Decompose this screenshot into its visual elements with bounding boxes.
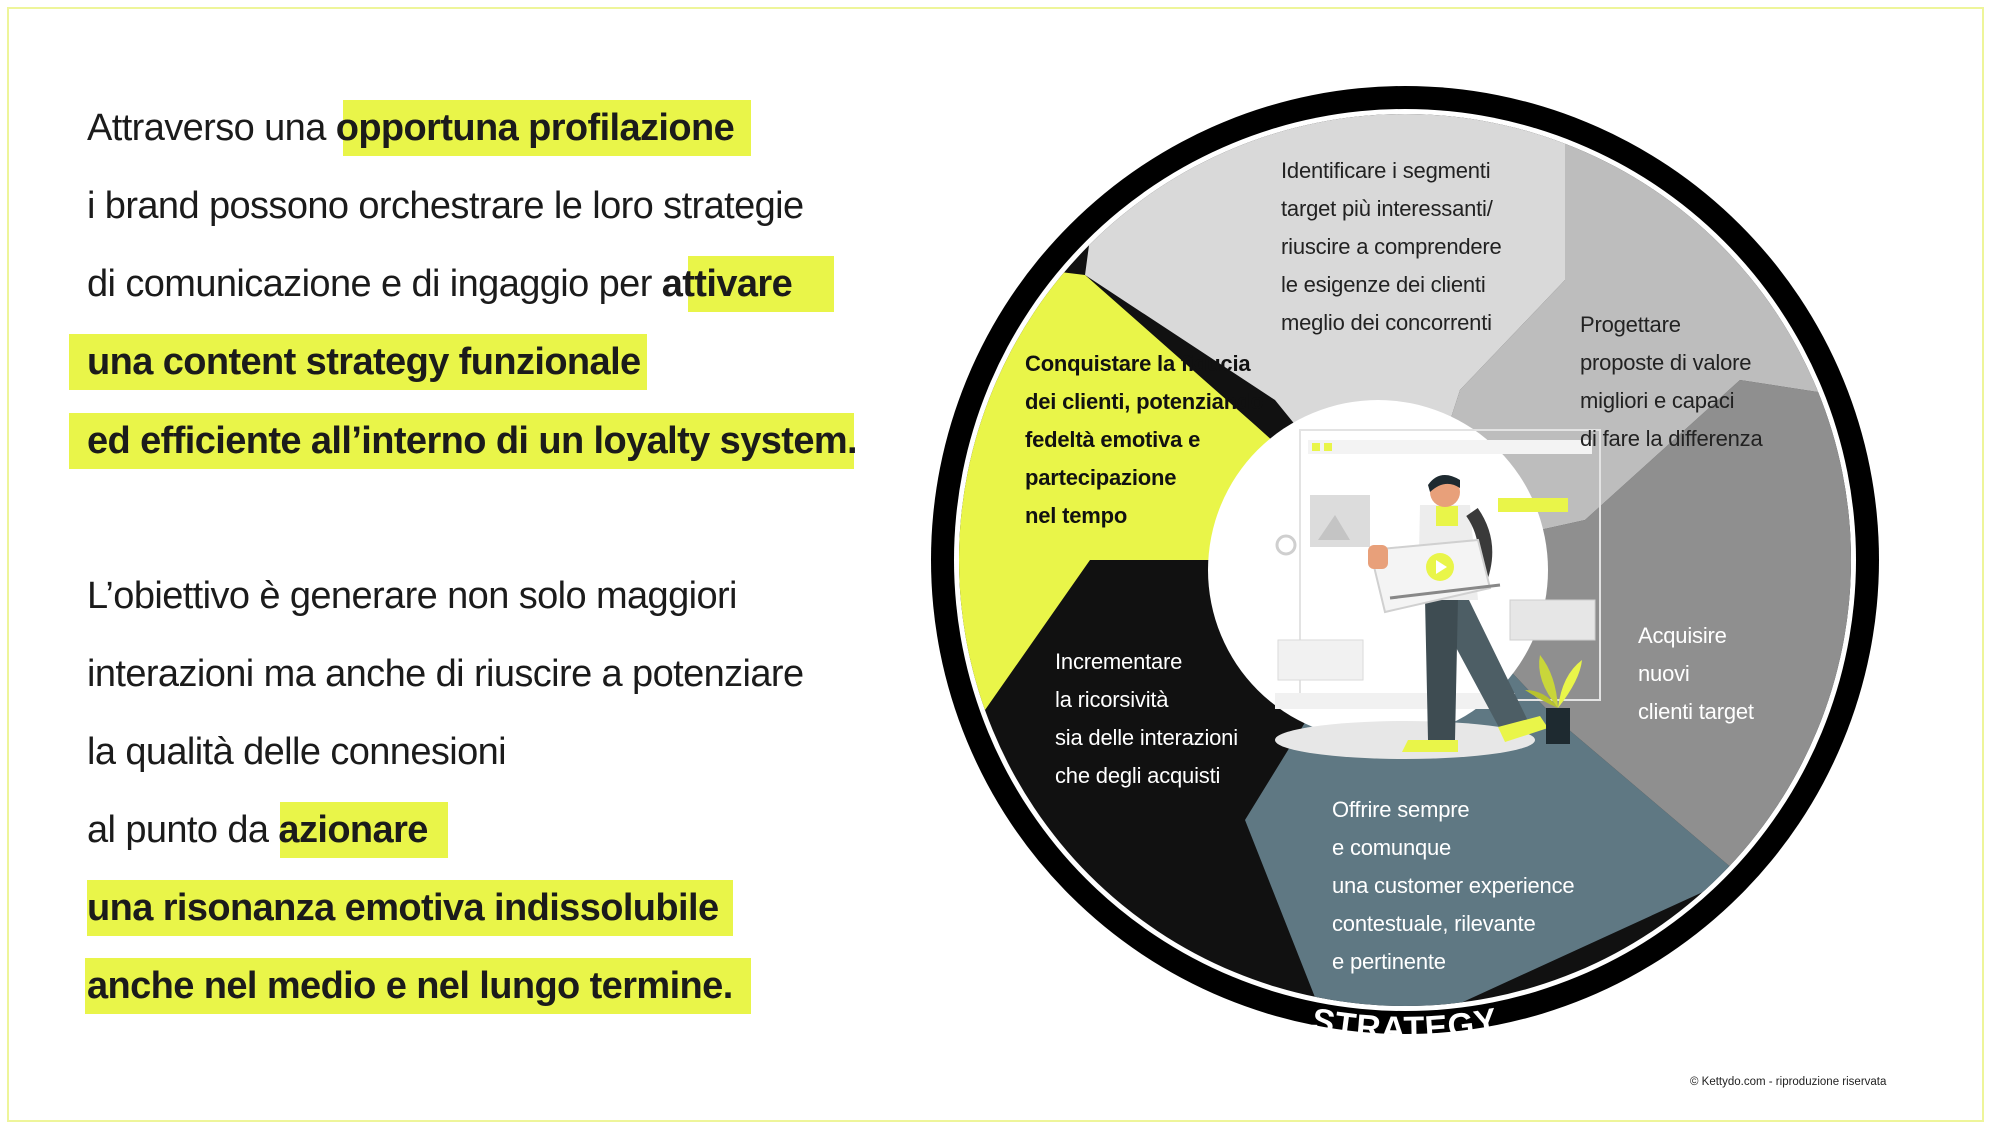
highlighted-text: azionare xyxy=(278,809,428,851)
paragraph1-line: Attraverso una opportuna profilazione xyxy=(87,100,735,156)
segment-label-line: nel tempo xyxy=(1025,503,1128,528)
highlighted-text: una risonanza emotiva indissolubile xyxy=(87,887,719,929)
paragraph1-line: ed efficiente all’interno di un loyalty … xyxy=(87,413,858,469)
highlighted-text: anche nel medio e nel lungo termine. xyxy=(87,965,733,1007)
segment-label-line: fedeltà emotiva e xyxy=(1025,427,1201,452)
highlighted-text: attivare xyxy=(661,263,793,305)
highlight-bar xyxy=(69,413,854,469)
segment-label-line: le esigenze dei clienti xyxy=(1281,272,1486,297)
highlight-bar xyxy=(688,256,834,312)
normal-text: di comunicazione e di ingaggio per xyxy=(87,263,662,305)
segment-label-line: che degli acquisti xyxy=(1055,763,1221,788)
segment-label-trust: Conquistare la fiducia dei clienti, poten… xyxy=(1025,345,1264,535)
segment-label-line: dei clienti, potenziando xyxy=(1025,389,1264,414)
segment-label-line: sia delle interazioni xyxy=(1055,725,1238,750)
segment-label-identify: Identificare i segmenti target più intere… xyxy=(1281,152,1502,342)
segment-label-line: contestuale, rilevante xyxy=(1332,911,1536,936)
highlighted-text: opportuna profilazione xyxy=(335,107,735,149)
left-text-block: Attraverso una opportuna profilazione i b… xyxy=(0,0,900,1131)
highlight-bar xyxy=(85,958,751,1014)
segment-identify xyxy=(1085,114,1565,560)
normal-text: i brand possono orchestrare le loro stra… xyxy=(87,185,804,227)
segment-label-line: riuscire a comprendere xyxy=(1281,234,1502,259)
normal-text: la qualità delle connesioni xyxy=(87,731,507,773)
paragraph2-line: al punto da azionare xyxy=(87,802,428,858)
paragraph1-line: di comunicazione e di ingaggio per attiv… xyxy=(87,256,793,312)
normal-text: interazioni ma anche di riuscire a poten… xyxy=(87,653,804,695)
highlight-bar xyxy=(87,880,733,936)
segment-label-line: una customer experience xyxy=(1332,873,1575,898)
content-label: CONTENT xyxy=(1315,55,1494,101)
segment-label-line: la ricorsività xyxy=(1055,687,1169,712)
segment-label-line: Identificare i segmenti xyxy=(1281,158,1491,183)
segment-label-line: e pertinente xyxy=(1332,949,1446,974)
segment-label-acquire: Acquisire nuovi clienti target xyxy=(1638,617,1754,731)
paragraph2-line: una risonanza emotiva indissolubile xyxy=(87,880,719,936)
segment-label-line: e comunque xyxy=(1332,835,1452,860)
paragraph1-line: una content strategy funzionale xyxy=(87,334,641,390)
paragraph2-line: interazioni ma anche di riuscire a poten… xyxy=(87,646,804,702)
highlight-bar xyxy=(343,100,751,156)
paragraph2-line: anche nel medio e nel lungo termine. xyxy=(87,958,733,1014)
segment-label-line: di fare la differenza xyxy=(1580,426,1763,451)
segment-label-line: Progettare xyxy=(1580,312,1681,337)
copyright-text: © Kettydo.com - riproduzione riservata xyxy=(1690,1076,1887,1088)
highlight-bar xyxy=(69,334,647,390)
outer-frame xyxy=(7,7,1984,1122)
normal-text: L’obiettivo è generare non solo maggiori xyxy=(87,575,737,617)
highlighted-text: ed efficiente all’interno di un loyalty … xyxy=(87,420,858,462)
paragraph2-line: la qualità delle connesioni xyxy=(87,724,507,780)
segment-label-experience: Offrire sempre e comunque una customer exp… xyxy=(1332,791,1575,981)
person-illustration xyxy=(1275,429,1601,759)
svg-text:CONTENT: CONTENT xyxy=(1315,55,1495,101)
segment-label-line: Conquistare la fiducia xyxy=(1025,351,1251,376)
segment-label-line: clienti target xyxy=(1638,699,1754,724)
paragraph1-line: i brand possono orchestrare le loro stra… xyxy=(87,178,804,234)
segment-label-line: proposte di valore xyxy=(1580,350,1752,375)
segment-label-design: Progettare proposte di valore migliori e c… xyxy=(1580,306,1763,458)
segment-label-recurrence: Incrementare la ricorsività sia delle inte… xyxy=(1055,643,1238,795)
segment-trust xyxy=(959,250,1405,770)
segment-label-line: Incrementare xyxy=(1055,649,1183,674)
segment-label-line: Acquisire xyxy=(1638,623,1727,648)
segment-label-line: nuovi xyxy=(1638,661,1690,686)
segment-label-line: migliori e capaci xyxy=(1580,388,1735,413)
segment-label-line: Offrire sempre xyxy=(1332,797,1470,822)
normal-text: al punto da xyxy=(87,809,279,851)
paragraph2-line: L’obiettivo è generare non solo maggiori xyxy=(87,568,737,624)
segment-label-line: partecipazione xyxy=(1025,465,1177,490)
segment-label-line: meglio dei concorrenti xyxy=(1281,310,1492,335)
highlight-bar xyxy=(280,802,448,858)
segment-label-line: target più interessanti/ xyxy=(1281,196,1493,221)
normal-text: Attraverso una xyxy=(87,107,336,149)
segment-acquire xyxy=(1405,380,1851,875)
highlighted-text: una content strategy funzionale xyxy=(87,341,641,383)
